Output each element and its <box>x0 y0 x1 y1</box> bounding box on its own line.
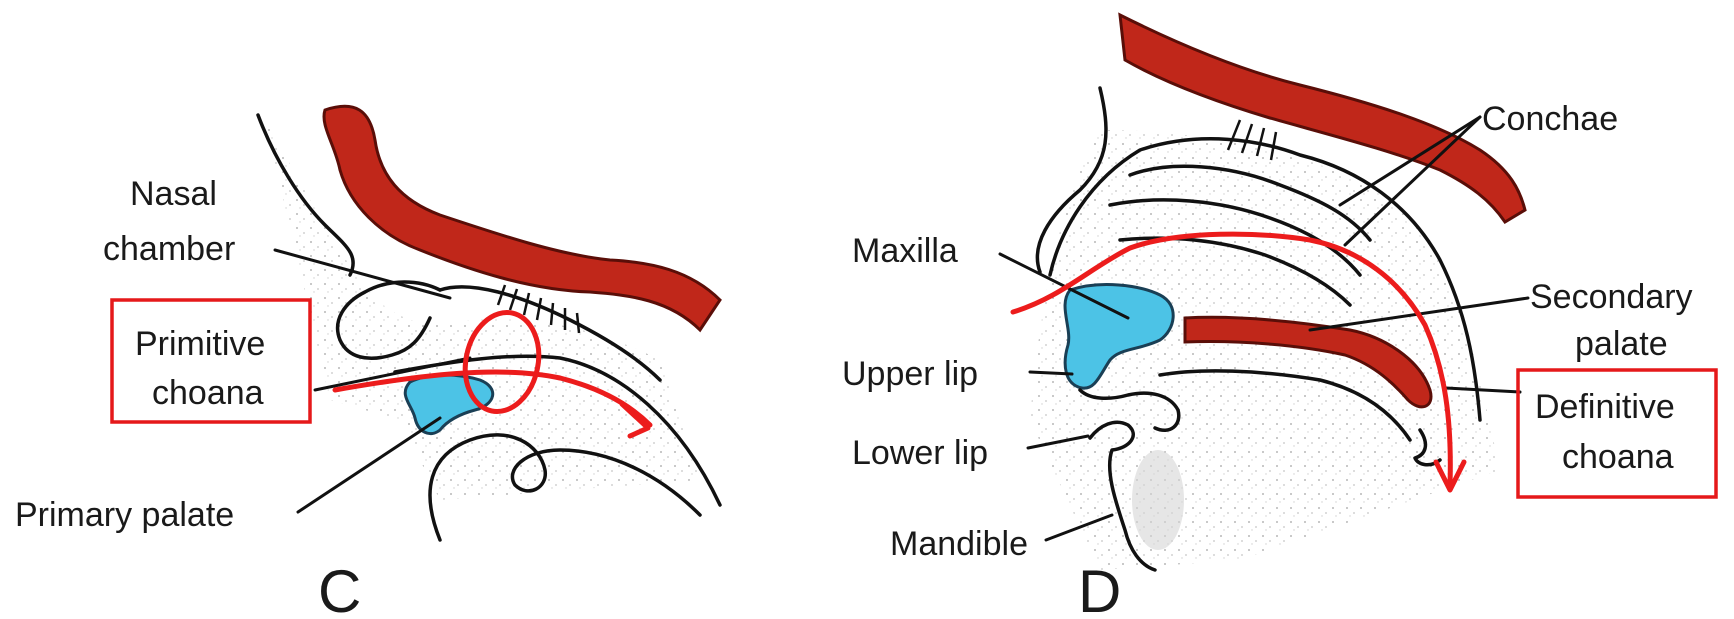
label-upper-lip: Upper lip <box>842 355 978 393</box>
label-mandible: Mandible <box>890 525 1028 563</box>
label-lower-lip: Lower lip <box>852 434 988 472</box>
mandible-shading <box>1132 450 1184 550</box>
tissue-stipple <box>265 120 700 500</box>
label-definitive: Definitive <box>1535 388 1675 426</box>
label-primary-palate: Primary palate <box>15 496 234 534</box>
label-conchae: Conchae <box>1482 100 1618 138</box>
label-choana-d: choana <box>1562 438 1674 476</box>
leader-primary-palate <box>298 418 440 512</box>
label-choana-c: choana <box>152 374 264 412</box>
panel-letter-c: C <box>318 558 361 619</box>
leader-upper-lip <box>1030 372 1072 374</box>
panel-letter-d: D <box>1078 558 1121 619</box>
label-primitive: Primitive <box>135 325 265 363</box>
cranial-bone-c <box>324 106 720 330</box>
label-maxilla: Maxilla <box>852 232 958 270</box>
panel-d: Conchae Maxilla Secondary palate Upper l… <box>842 15 1716 619</box>
label-chamber: chamber <box>103 230 235 268</box>
panel-c: Nasal chamber Primitive choana Primary p… <box>15 106 720 619</box>
label-palate: palate <box>1575 325 1668 363</box>
label-secondary: Secondary <box>1530 278 1693 316</box>
label-nasal: Nasal <box>130 175 217 213</box>
